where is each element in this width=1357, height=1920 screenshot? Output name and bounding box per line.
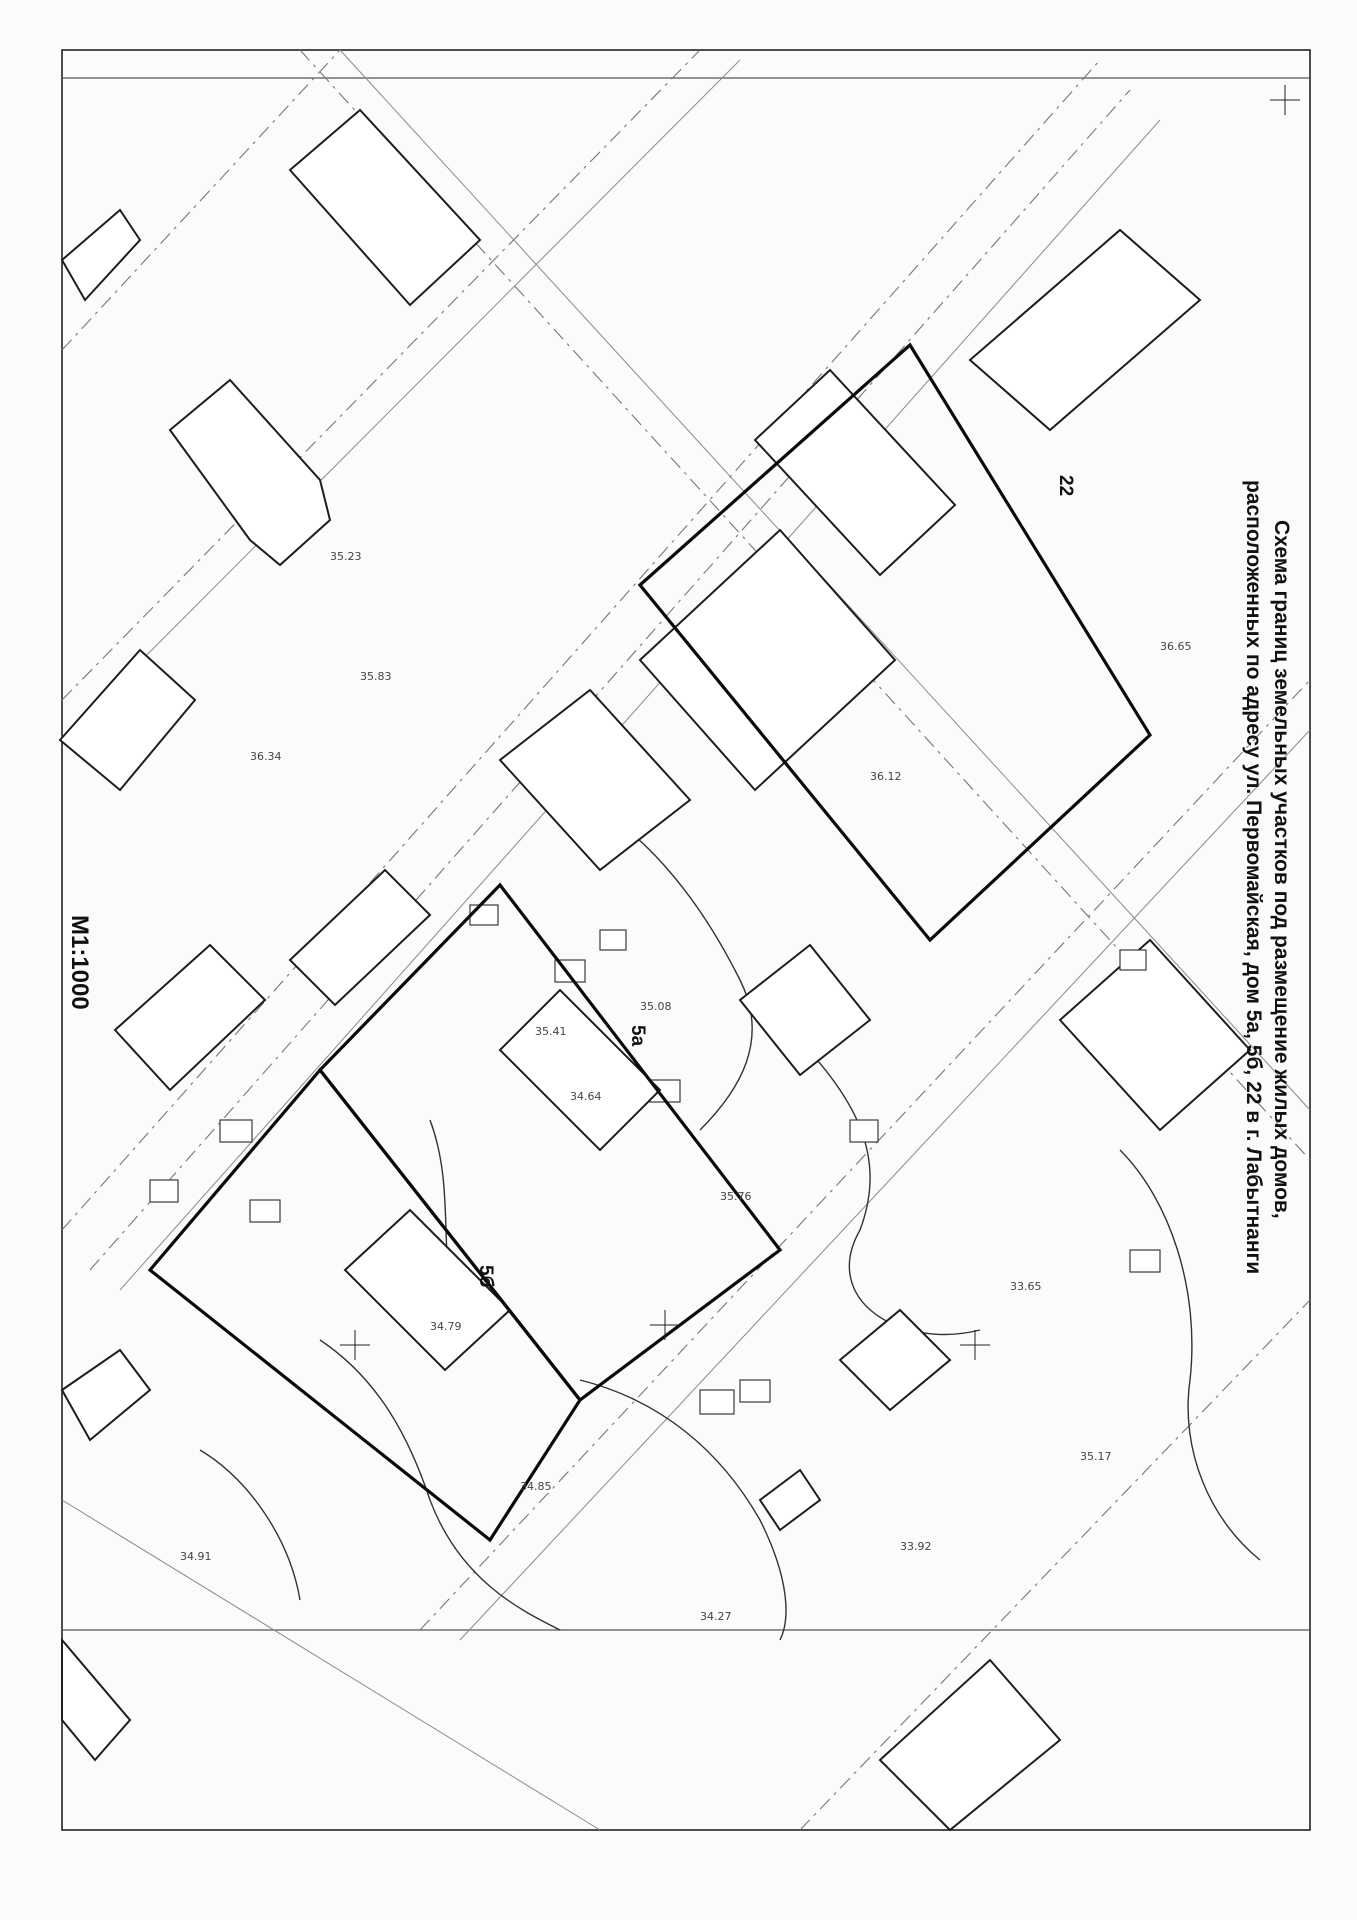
survey-mark: 35.17 <box>1080 1450 1112 1463</box>
title-line-2: расположенных по адресу ул. Первомайская… <box>1242 480 1265 1274</box>
survey-mark: 35.41 <box>535 1025 567 1038</box>
plot-label-5a: 5а <box>627 1025 648 1047</box>
plot-boundary-5b <box>147 1067 582 1543</box>
survey-mark: 33.92 <box>900 1540 932 1553</box>
map-scale: М1:1000 <box>66 915 93 1010</box>
map-frame <box>61 49 1311 1831</box>
existing-buildings <box>58 108 1252 1832</box>
planned-buildings <box>343 368 957 1372</box>
survey-mark: 34.64 <box>570 1090 602 1103</box>
title-block: Схема границ земельных участков под разм… <box>1242 480 1293 1274</box>
survey-mark: 35.76 <box>720 1190 752 1203</box>
plot-boundary-5a <box>317 882 783 1403</box>
survey-mark: 35.83 <box>360 670 392 683</box>
building-22-south-wing <box>638 528 897 792</box>
plot-boundary-22 <box>637 342 1153 943</box>
survey-mark: 36.12 <box>870 770 902 783</box>
survey-mark: 34.85 <box>520 1480 552 1493</box>
survey-elevation-marks: 35.41 34.64 35.08 36.34 34.79 35.76 33.6… <box>180 550 1192 1623</box>
auxiliary-buildings <box>149 904 1161 1415</box>
survey-mark: 34.79 <box>430 1320 462 1333</box>
building-22-north-wing <box>753 368 957 577</box>
plot-label-22: 22 <box>1055 475 1076 496</box>
title-line-1: Схема границ земельных участков под разм… <box>1270 520 1293 1219</box>
survey-mark: 33.65 <box>1010 1280 1042 1293</box>
survey-mark: 34.27 <box>700 1610 732 1623</box>
grid-crosshairs <box>340 85 1300 1360</box>
survey-mark: 35.23 <box>330 550 362 563</box>
streets <box>61 49 1311 1831</box>
survey-mark: 36.34 <box>250 750 282 763</box>
survey-mark: 35.08 <box>640 1000 672 1013</box>
plot-label-5b: 5б <box>475 1265 496 1287</box>
survey-mark: 34.91 <box>180 1550 212 1563</box>
survey-mark: 36.65 <box>1160 640 1192 653</box>
